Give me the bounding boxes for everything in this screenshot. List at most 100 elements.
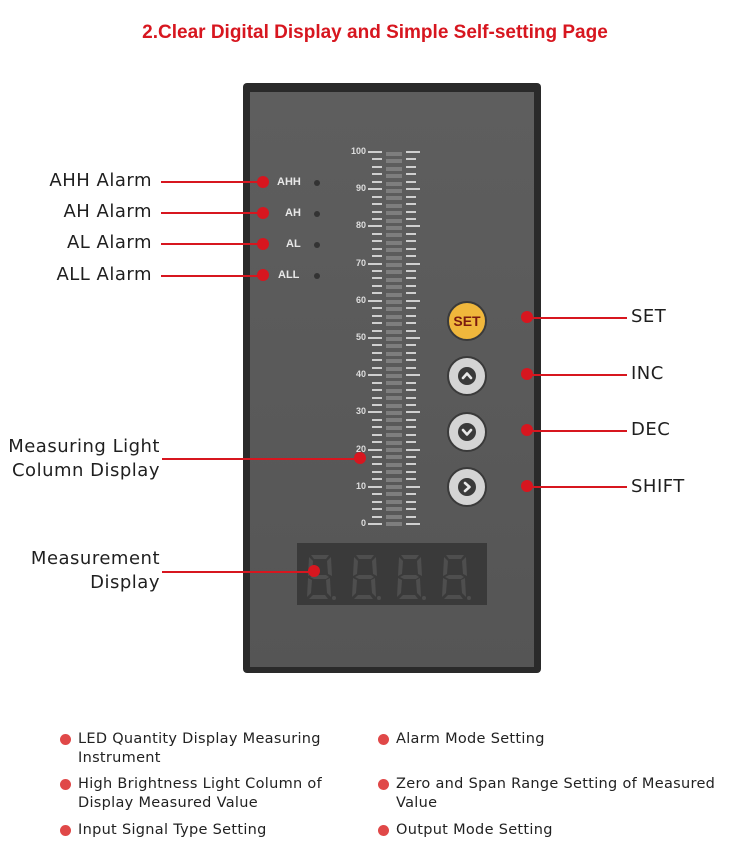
feature-text: LED Quantity Display Measuring	[78, 731, 321, 747]
light-column-segment	[386, 307, 402, 312]
scale-tick	[372, 478, 382, 481]
feature-text: Input Signal Type Setting	[78, 822, 267, 838]
light-column-segment	[386, 411, 402, 415]
scale-label: 30	[355, 406, 366, 417]
indicator-led-ah	[314, 211, 320, 217]
scale-tick	[368, 151, 382, 153]
scale-tick	[368, 225, 382, 228]
feature-item: Alarm Mode Setting	[396, 730, 545, 749]
feature-text: Zero and Span Range Setting of Measured	[396, 776, 716, 792]
indicator-label-ahh: AHH	[277, 176, 301, 188]
scale-tick	[372, 203, 382, 206]
scale-label: 40	[355, 369, 366, 380]
scale-tick	[372, 396, 382, 399]
light-column-segment	[386, 351, 402, 356]
scale-tick	[372, 277, 382, 280]
light-column-segment	[386, 248, 402, 253]
seven-segment-digit	[397, 555, 426, 600]
feature-text: High Brightness Light Column of	[78, 776, 322, 792]
scale-tick	[372, 314, 382, 317]
scale-label: 100	[350, 146, 366, 156]
leader-dot	[257, 207, 269, 219]
scale-tick	[368, 262, 382, 265]
inc-button[interactable]	[447, 356, 487, 396]
leader-line	[527, 486, 627, 488]
indicator-led-ahh	[314, 180, 320, 186]
scale-tick	[372, 433, 382, 436]
scale-tick	[406, 426, 416, 429]
scale-tick	[406, 418, 416, 421]
light-column-segment	[386, 477, 402, 482]
scale-tick	[372, 217, 382, 220]
light-column-segment	[386, 396, 402, 401]
light-column-segment	[386, 240, 402, 245]
scale-tick	[406, 240, 416, 243]
scale-label: 80	[355, 220, 366, 231]
feature-item: High Brightness Light Column of Display …	[78, 775, 322, 813]
scale-tick	[406, 485, 420, 488]
light-column-segment	[386, 440, 402, 445]
light-column-segment	[386, 196, 402, 201]
scale-tick	[406, 366, 416, 369]
indicator-label-all: ALL	[278, 269, 300, 281]
light-column-segment	[386, 203, 402, 208]
leader-line	[161, 212, 261, 214]
light-column-segment	[386, 285, 402, 290]
feature-bullet	[60, 779, 71, 790]
scale-tick	[372, 366, 382, 369]
scale-tick	[372, 493, 382, 496]
light-column-segment	[386, 388, 402, 393]
scale-tick	[372, 351, 382, 354]
scale-tick	[406, 441, 416, 444]
annotation-light-column-line2: Column Display	[11, 460, 160, 481]
feature-item: Input Signal Type Setting	[78, 821, 267, 840]
light-column-segment	[386, 270, 402, 275]
annotation-ah-alarm: AH Alarm	[63, 201, 152, 222]
scale-tick	[406, 225, 420, 228]
leader-line	[162, 458, 362, 460]
chevron-up-icon	[458, 367, 476, 385]
scale-tick	[372, 255, 382, 258]
chevron-down-icon	[458, 423, 476, 441]
light-column-segment	[386, 448, 402, 452]
light-column-segment	[386, 462, 402, 467]
scale-tick	[406, 478, 416, 481]
scale-tick	[372, 515, 382, 518]
scale-tick	[368, 485, 382, 488]
scale-tick	[406, 433, 416, 436]
annotation-dec: DEC	[631, 419, 671, 440]
feature-text: Alarm Mode Setting	[396, 731, 545, 747]
scale-tick	[372, 158, 382, 161]
feature-bullet	[378, 734, 389, 745]
light-column-segment	[386, 322, 402, 327]
scale-tick	[406, 381, 416, 384]
scale-tick	[368, 448, 382, 451]
scale-tick	[406, 299, 420, 302]
indicator-label-ah: AH	[285, 207, 301, 219]
scale-label: 0	[360, 518, 366, 528]
light-column-segment	[386, 507, 402, 512]
annotation-shift: SHIFT	[631, 476, 685, 497]
scale-tick	[406, 165, 416, 168]
chevron-right-icon	[458, 478, 476, 496]
light-column-segment	[386, 292, 402, 297]
scale-tick	[368, 411, 382, 414]
scale-tick	[372, 426, 382, 429]
dec-button[interactable]	[447, 412, 487, 452]
light-column-segment	[386, 344, 402, 349]
leader-line	[162, 571, 312, 573]
scale-tick	[406, 247, 416, 250]
light-column-segment	[386, 418, 402, 423]
light-column-segment	[386, 277, 402, 282]
scale-tick	[372, 403, 382, 406]
scale-tick	[372, 210, 382, 213]
light-column-segment	[386, 514, 402, 519]
shift-button[interactable]	[447, 467, 487, 507]
scale-label: 90	[355, 183, 366, 194]
light-column-segment	[386, 159, 402, 164]
light-column-segment	[386, 314, 402, 319]
scale-tick	[372, 307, 382, 310]
annotation-all-alarm: ALL Alarm	[56, 264, 152, 285]
set-button[interactable]: SET	[447, 301, 487, 341]
light-column-segment	[386, 499, 402, 504]
